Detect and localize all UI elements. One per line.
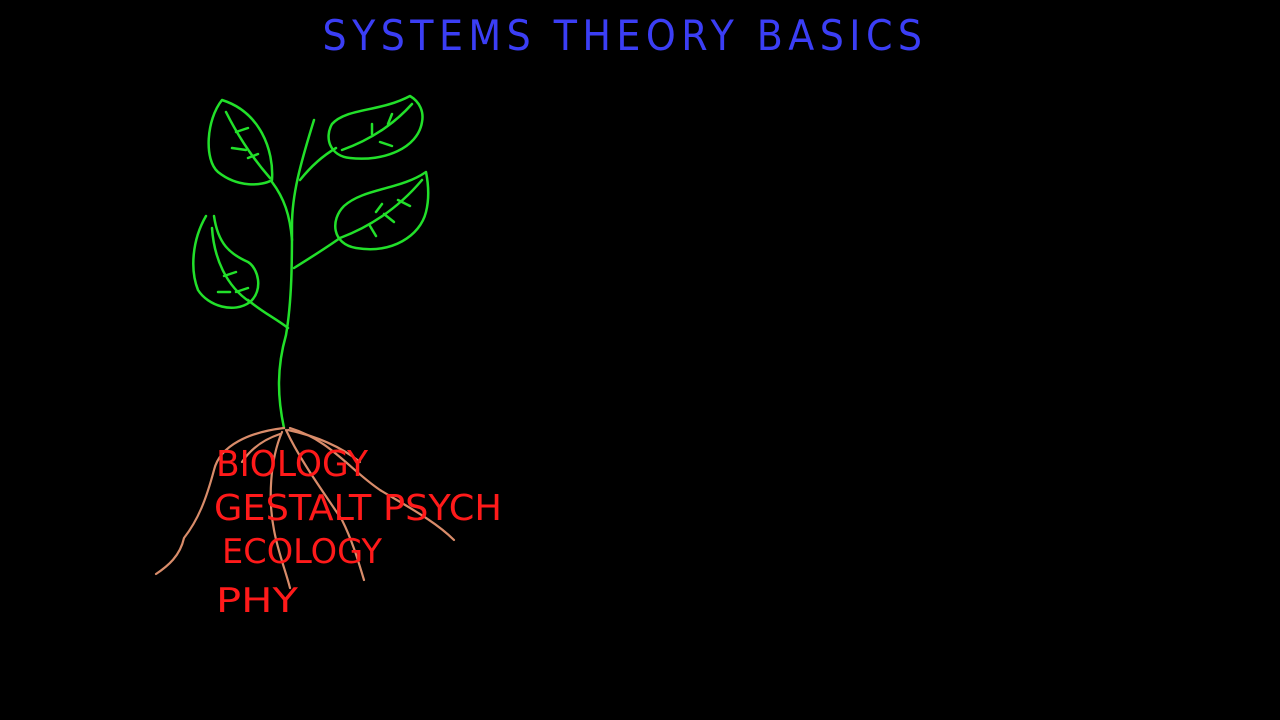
plant-drawing: [192, 94, 430, 430]
root-labels: BIOLOGY GESTALT PSYCH ECOLOGY PHY: [214, 444, 502, 621]
root-label-phy: PHY: [216, 581, 298, 621]
root-label-biology: BIOLOGY: [216, 444, 369, 485]
roots-drawing: [154, 426, 456, 590]
board-title: SYSTEMS THEORY BASICS: [323, 11, 928, 60]
root-label-ecology: ECOLOGY: [222, 532, 382, 572]
root-label-gestalt-psych: GESTALT PSYCH: [214, 488, 502, 529]
